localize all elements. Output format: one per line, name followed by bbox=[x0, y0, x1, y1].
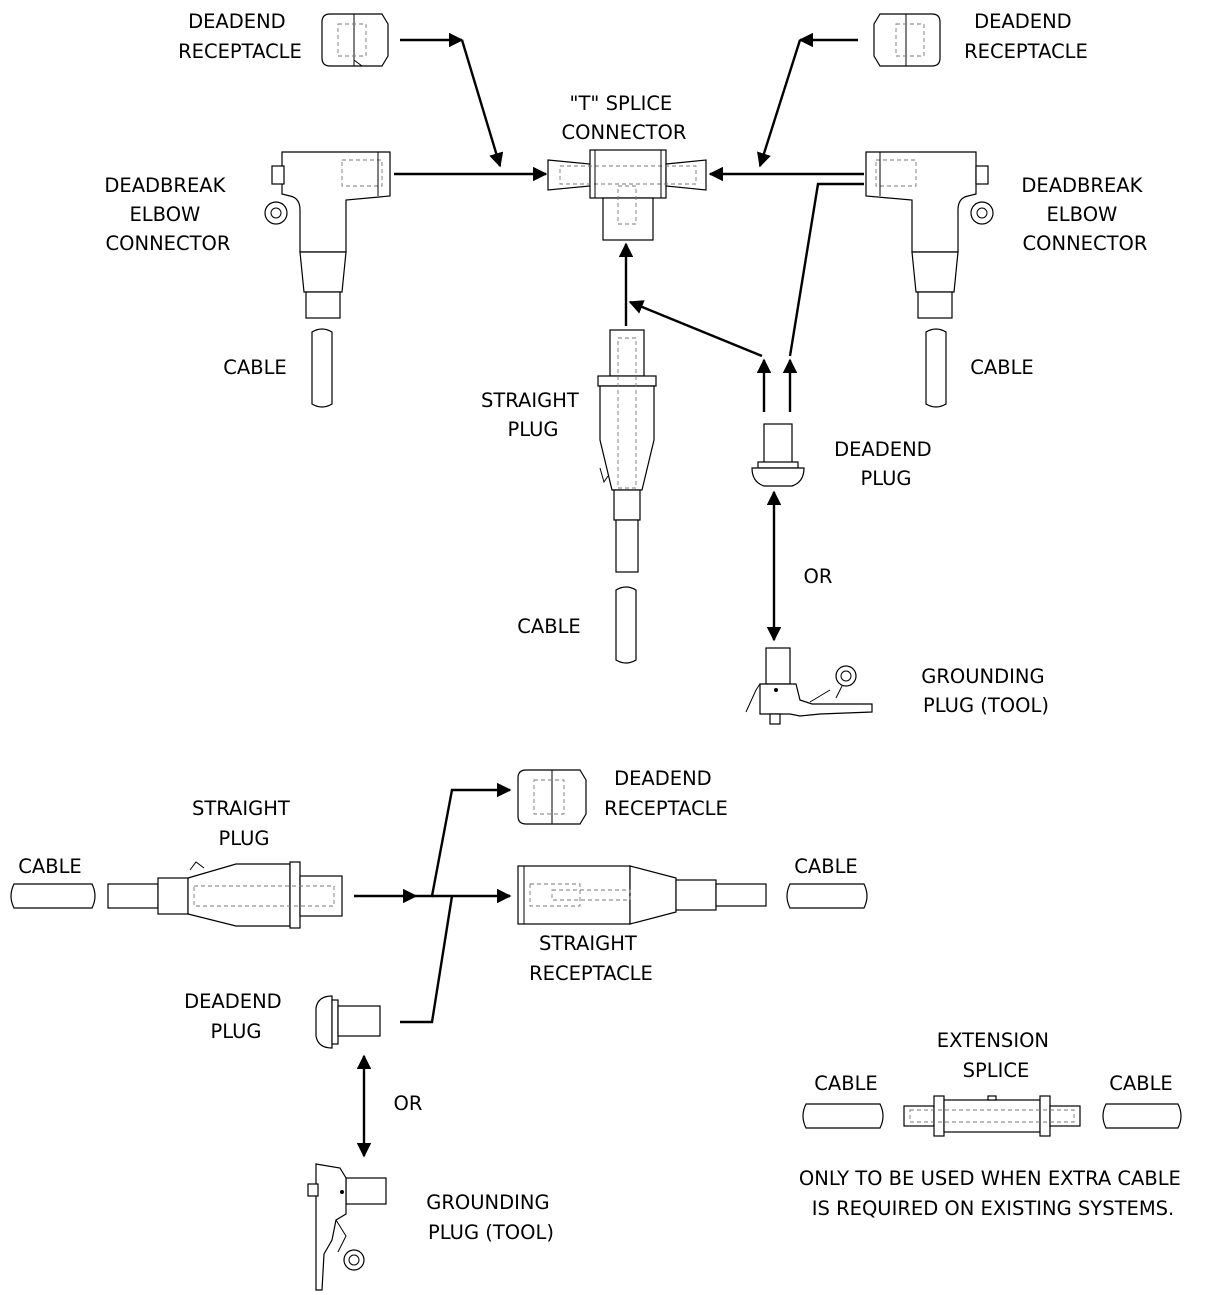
straight-plug-upper-part bbox=[598, 330, 656, 572]
deadend-plug-lower-label: DEADEND PLUG bbox=[184, 990, 288, 1043]
deadbreak-elbow-right-label: DEADBREAK ELBOW CONNECTOR bbox=[1021, 174, 1148, 255]
deadend-receptacle-lower-part bbox=[518, 770, 586, 824]
extension-splice-label: EXTENSION SPLICE bbox=[937, 1029, 1055, 1082]
deadend-receptacle-right-part bbox=[874, 14, 940, 66]
deadend-receptacle-right-label: DEADEND RECEPTACLE bbox=[964, 10, 1088, 63]
deadend-receptacle-left-part bbox=[322, 14, 388, 66]
t-splice-connector-part bbox=[548, 150, 706, 240]
cable-upper-right-label: CABLE bbox=[970, 356, 1034, 379]
cable-ext-right-label: CABLE bbox=[1109, 1072, 1173, 1095]
cable-lower-left-label: CABLE bbox=[18, 855, 82, 878]
cable-lower-left-part bbox=[11, 884, 95, 908]
straight-plug-lower-part bbox=[108, 862, 342, 928]
grounding-plug-upper-part bbox=[746, 648, 872, 724]
cable-upper-left-label: CABLE bbox=[223, 356, 287, 379]
grounding-plug-upper-label: GROUNDING PLUG (TOOL) bbox=[921, 665, 1051, 717]
deadend-receptacle-left-label: DEADEND RECEPTACLE bbox=[178, 10, 302, 63]
cable-upper-center-label: CABLE bbox=[517, 615, 581, 638]
deadend-plug-upper-label: DEADEND PLUG bbox=[834, 438, 938, 490]
straight-receptacle-label: STRAIGHT RECEPTACLE bbox=[529, 932, 653, 985]
deadbreak-elbow-right-part bbox=[866, 152, 993, 318]
deadend-plug-upper-part bbox=[752, 424, 804, 486]
deadend-plug-lower-part bbox=[316, 996, 380, 1048]
deadbreak-elbow-left-part bbox=[265, 152, 390, 318]
straight-plug-upper-label: STRAIGHT PLUG bbox=[481, 389, 585, 441]
straight-receptacle-part bbox=[518, 866, 766, 924]
straight-plug-lower-label: STRAIGHT PLUG bbox=[192, 797, 296, 850]
or-upper-label: OR bbox=[804, 565, 833, 588]
cable-ext-left-label: CABLE bbox=[814, 1072, 878, 1095]
cable-lower-right-label: CABLE bbox=[794, 855, 858, 878]
deadend-receptacle-lower-label: DEADEND RECEPTACLE bbox=[604, 767, 728, 820]
cable-lower-right-part bbox=[787, 884, 867, 908]
cable-upper-left-part bbox=[312, 329, 332, 407]
cable-upper-center-part bbox=[616, 587, 636, 663]
deadbreak-elbow-left-label: DEADBREAK ELBOW CONNECTOR bbox=[104, 174, 231, 255]
grounding-plug-lower-label: GROUNDING PLUG (TOOL) bbox=[426, 1191, 556, 1244]
extension-splice-part bbox=[803, 1096, 1181, 1136]
or-lower-label: OR bbox=[394, 1092, 423, 1115]
t-splice-connector-label: "T" SPLICE CONNECTOR bbox=[562, 92, 687, 144]
extension-note: ONLY TO BE USED WHEN EXTRA CABLE IS REQU… bbox=[799, 1167, 1187, 1220]
cable-upper-right-part bbox=[926, 329, 946, 407]
grounding-plug-lower-part bbox=[308, 1164, 386, 1290]
lower-flow-arrows bbox=[354, 790, 510, 1156]
